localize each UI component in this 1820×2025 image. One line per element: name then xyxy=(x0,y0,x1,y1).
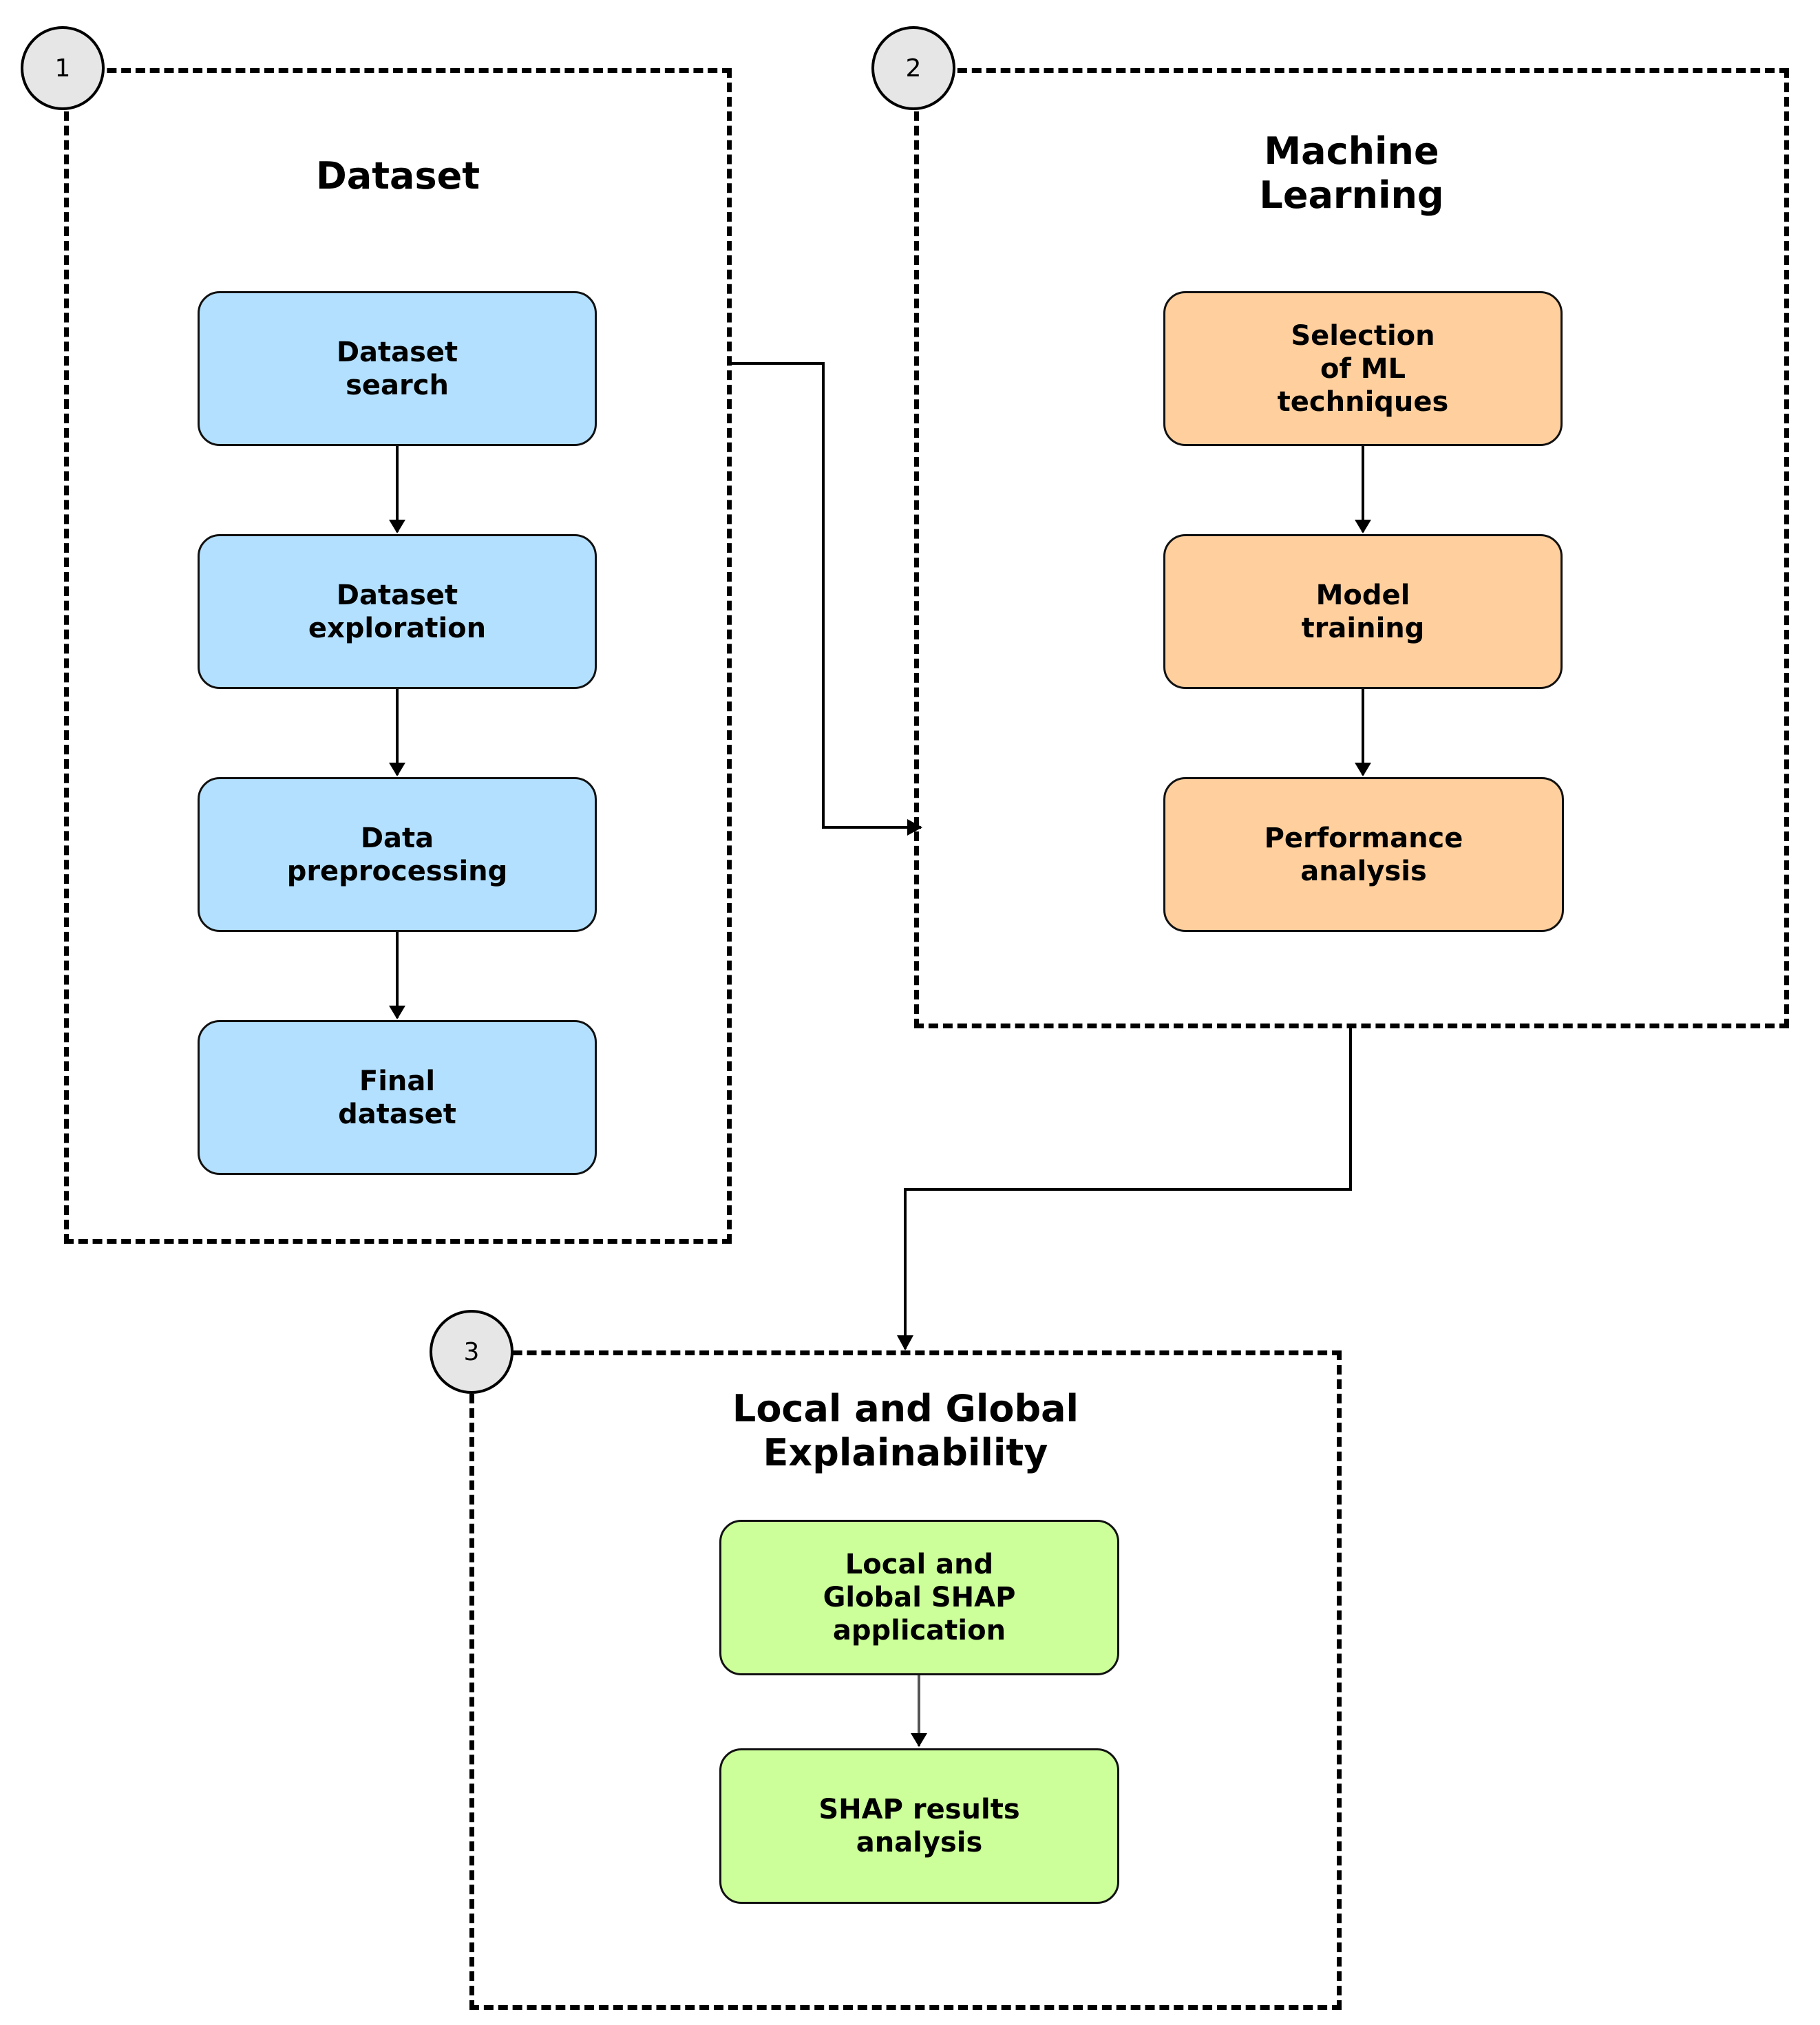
shap-application-box: Local and Global SHAP application xyxy=(719,1520,1119,1675)
model-training-box: Model training xyxy=(1163,534,1563,689)
arrow-ml-to-explainability xyxy=(902,1028,1352,1350)
step-number-badge-3: 3 xyxy=(430,1310,514,1394)
data-preprocessing-box: Data preprocessing xyxy=(198,777,597,932)
shap-results-analysis-box: SHAP results analysis xyxy=(719,1748,1119,1904)
arrow-dataset-to-ml xyxy=(732,362,922,831)
dataset-group-title: Dataset xyxy=(315,154,480,198)
ml-technique-selection-box: Selection of ML techniques xyxy=(1163,291,1563,446)
dataset-exploration-box: Dataset exploration xyxy=(198,534,597,689)
explainability-group-title: Local and Global Explainability xyxy=(732,1387,1079,1474)
explainability-group: Local and Global Explainability xyxy=(469,1350,1342,2010)
machine-learning-group-title: Machine Learning xyxy=(1259,129,1444,217)
step-number-badge-2: 2 xyxy=(871,26,955,110)
dataset-group: Dataset xyxy=(64,68,732,1244)
dataset-search-box: Dataset search xyxy=(198,291,597,446)
final-dataset-box: Final dataset xyxy=(198,1020,597,1175)
step-number-badge-1: 1 xyxy=(21,26,105,110)
arrowhead-ml-to-explainability xyxy=(897,1335,913,1350)
performance-analysis-box: Performance analysis xyxy=(1163,777,1564,932)
